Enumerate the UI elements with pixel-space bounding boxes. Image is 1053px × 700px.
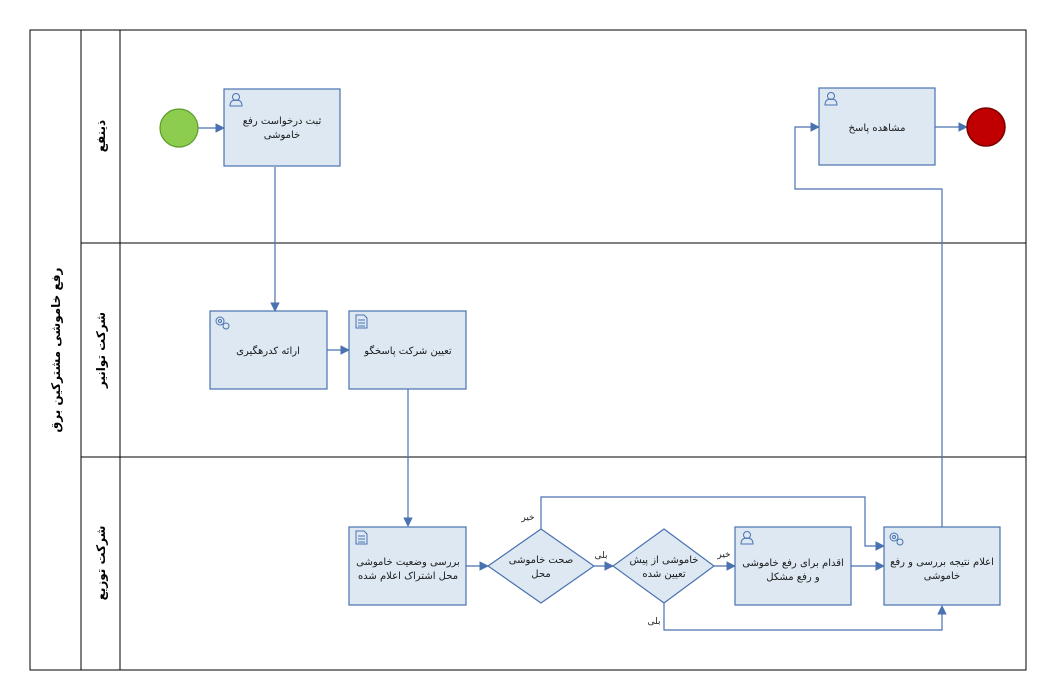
gateway-location-correct[interactable]: صحت خاموشی محل [486,528,596,604]
task-tracking-code[interactable]: ارائه کدرهگیری [209,310,328,390]
end-event[interactable] [966,107,1006,147]
task-check-status[interactable]: بررسی وضعیت خاموشی محل اشتراک اعلام شده [348,526,467,606]
task-register-line1: ثبت درخواست رفع [243,116,322,127]
task-register-box [223,88,341,167]
task-check-box [348,526,467,606]
gear-icon [215,316,230,330]
task-announce-line2: خاموشی [924,571,960,582]
gear-icon [889,532,904,546]
gateway-correct-line2: محل [531,569,550,580]
flow-label-no-top: خیر [520,513,534,523]
task-fix-line1: اقدام برای رفع خاموشی [742,558,844,569]
sequence-flows [198,122,968,631]
task-check-line1: بررسی وضعیت خاموشی [356,557,460,568]
gateway-planned-line2: تعیین شده [642,569,686,580]
task-announce-line1: اعلام نتیجه بررسی و رفع [890,557,994,568]
pool-title: رفع خاموشی مشترکین برق [49,267,64,432]
flow-gw2-yes [663,603,947,631]
flow-label-yes-1: بلی [595,551,608,561]
flow-label-yes-bottom: بلی [648,617,661,627]
lane-label-distribution: شرکت توزیع [94,526,109,601]
task-announce-box [883,526,1001,606]
lane-label-tavanir: شرکت توانیر [94,312,109,389]
task-check-line2: محل اشتراک اعلام شده [358,571,458,582]
task-view-response[interactable]: مشاهده پاسخ [818,87,936,166]
lane-label-stakeholder: ذینفع [94,120,108,152]
gateway-correct-shape [486,528,596,604]
script-icon [355,530,368,545]
task-assign-box [348,310,467,390]
gateway-planned-shape [611,528,716,604]
task-fix-line2: و رفع مشکل [766,572,820,583]
gateway-planned-outage[interactable]: خاموشی از پیش تعیین شده [611,528,716,604]
gateway-planned-line1: خاموشی از پیش [630,555,699,566]
task-fix-box [734,526,852,606]
flow-announce-to-view [794,122,943,527]
flow-label-no-right: خیر [716,550,730,560]
user-icon [229,93,243,107]
task-register-line2: خاموشی [264,130,300,141]
user-icon [740,531,754,545]
script-icon [355,314,368,329]
user-icon [824,92,838,106]
task-tracking-box [209,310,328,390]
task-fix-outage[interactable]: اقدام برای رفع خاموشی و رفع مشکل [734,526,852,606]
task-register-request[interactable]: ثبت درخواست رفع خاموشی [223,88,341,167]
flow-gw1-no [540,496,885,551]
task-view-box [818,87,936,166]
start-event[interactable] [159,108,199,148]
task-assign-company[interactable]: تعیین شرکت پاسخگو [348,310,467,390]
task-assign-line1: تعیین شرکت پاسخگو [363,345,452,357]
task-tracking-line1: ارائه کدرهگیری [236,345,300,357]
task-announce-result[interactable]: اعلام نتیجه بررسی و رفع خاموشی [883,526,1001,606]
task-view-line1: مشاهده پاسخ [849,123,906,134]
gateway-correct-line1: صحت خاموشی [509,555,573,566]
